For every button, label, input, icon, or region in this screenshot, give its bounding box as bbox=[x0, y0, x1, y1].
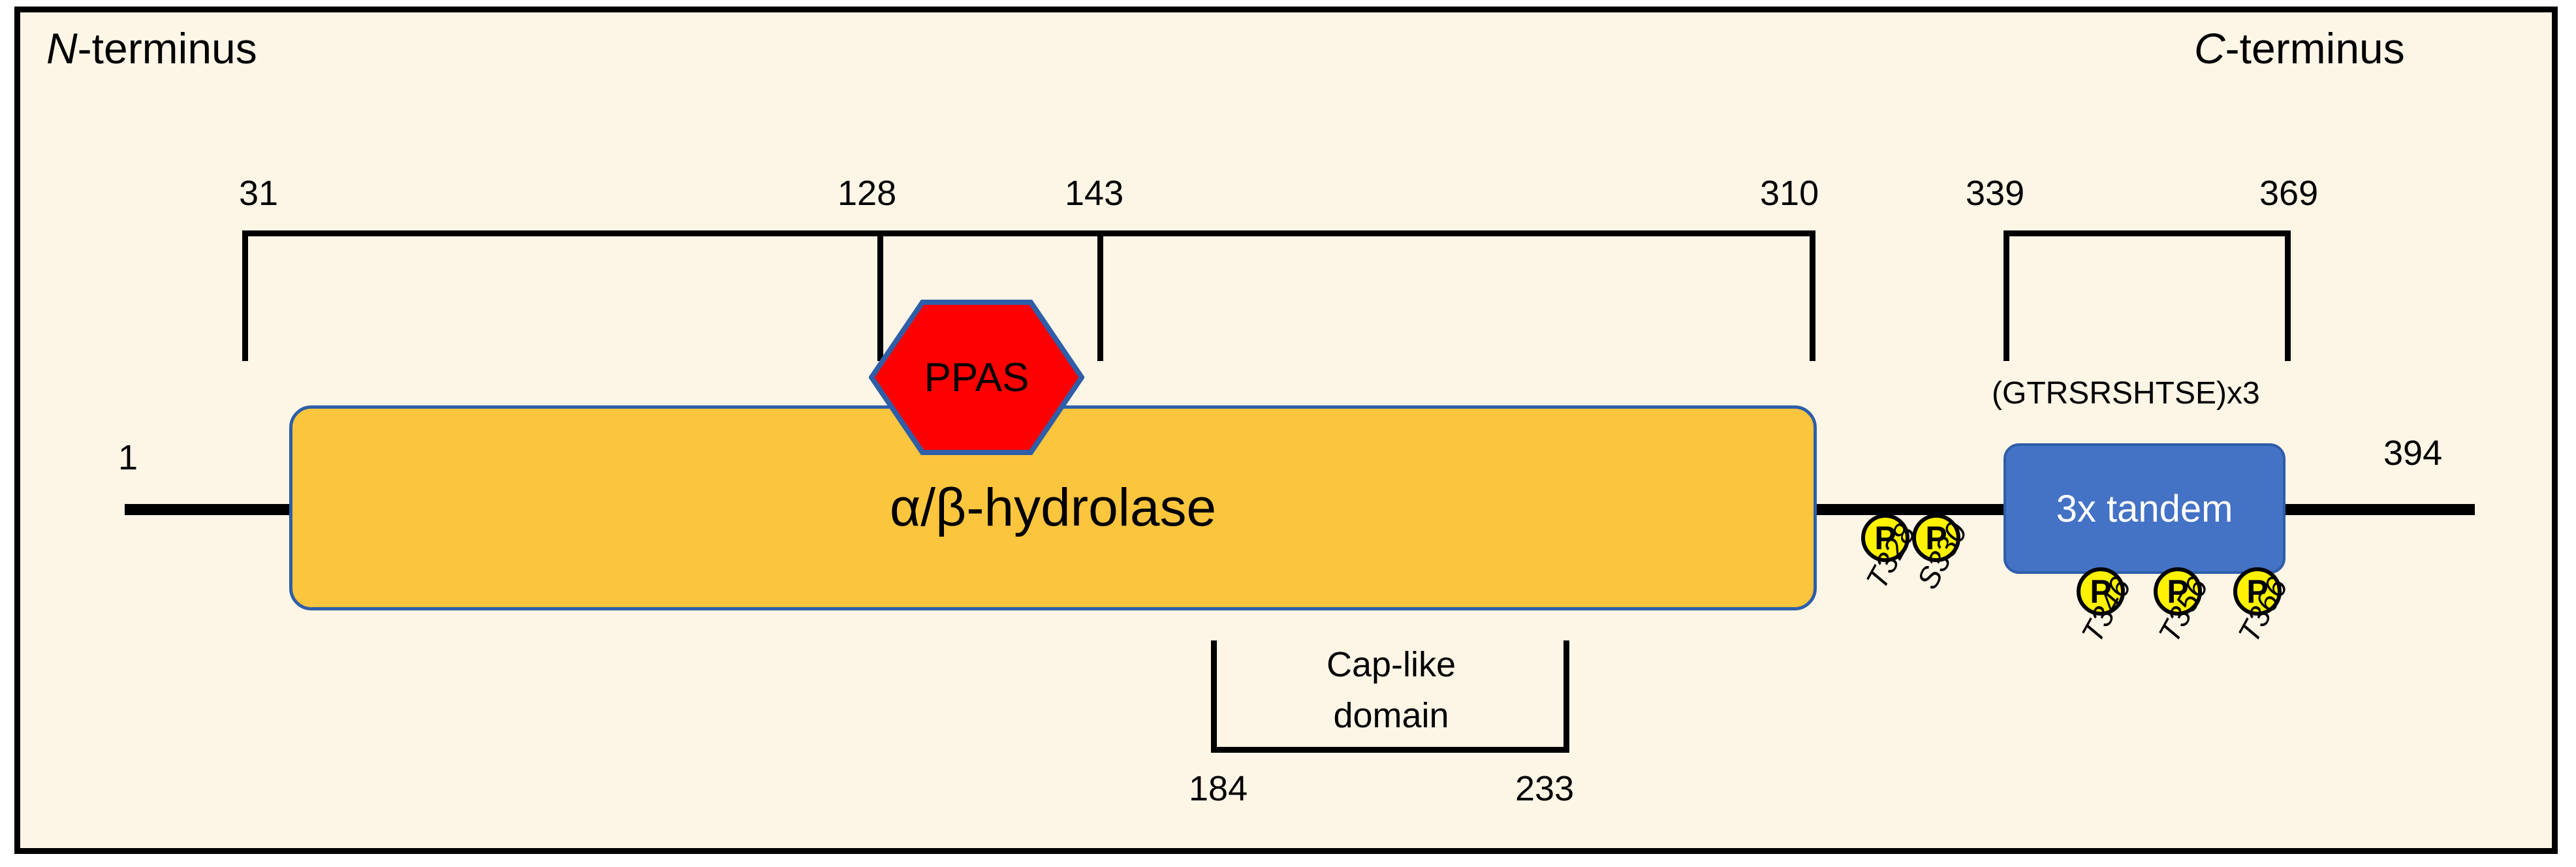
phospho-marker-t328[interactable]: P bbox=[1861, 514, 1909, 562]
residue-end-label: 394 bbox=[2383, 434, 2443, 473]
hydrolase-bracket-tick-31 bbox=[242, 230, 248, 361]
position-label-143: 143 bbox=[1065, 174, 1124, 213]
hydrolase-bracket-tick-310 bbox=[1810, 230, 1815, 361]
tandem-bracket-tick-339 bbox=[2003, 230, 2009, 361]
hydrolase-bracket-tick-143 bbox=[1097, 230, 1103, 361]
phospho-marker-t356-glyph: P bbox=[2167, 573, 2189, 610]
phospho-marker-t366-glyph: P bbox=[2246, 573, 2269, 610]
hydrolase-bracket-tick-128 bbox=[877, 230, 883, 361]
n-terminus-letter: N bbox=[46, 24, 78, 72]
diagram-panel: N-terminus C-terminus 31 128 143 310 339… bbox=[14, 7, 2558, 854]
n-terminus-suffix: -terminus bbox=[77, 24, 257, 72]
cap-domain-label-line1: Cap-like bbox=[1326, 645, 1456, 684]
c-terminus-letter: C bbox=[2194, 24, 2225, 72]
position-label-310: 310 bbox=[1760, 174, 1819, 213]
c-terminus-suffix: -terminus bbox=[2225, 24, 2405, 72]
domain-tandem-repeat[interactable]: 3x tandem bbox=[2003, 443, 2285, 574]
c-terminus-label: C-terminus bbox=[2194, 27, 2405, 70]
domain-ppas-label: PPAS bbox=[924, 355, 1029, 400]
residue-start-label: 1 bbox=[118, 438, 138, 477]
phospho-marker-t346-glyph: P bbox=[2090, 573, 2112, 610]
cap-bracket-bottom-rule bbox=[1211, 747, 1569, 753]
tandem-bracket-top-rule bbox=[2003, 230, 2291, 236]
repeat-sequence-label: (GTRSRSHTSE)x3 bbox=[1992, 376, 2260, 411]
position-label-369: 369 bbox=[2259, 174, 2319, 213]
cap-position-label-184: 184 bbox=[1189, 769, 1248, 808]
position-label-128: 128 bbox=[838, 174, 897, 213]
phospho-marker-s330-glyph: P bbox=[1925, 520, 1947, 556]
phospho-marker-t328-glyph: P bbox=[1874, 520, 1896, 556]
phospho-marker-s330[interactable]: P bbox=[1912, 514, 1960, 562]
domain-tandem-repeat-label: 3x tandem bbox=[2056, 487, 2233, 530]
tandem-bracket-tick-369 bbox=[2285, 230, 2291, 361]
cap-position-label-233: 233 bbox=[1515, 769, 1575, 808]
hexagon-shape bbox=[869, 300, 1084, 455]
phospho-marker-t356[interactable]: P bbox=[2154, 567, 2202, 616]
n-terminus-label: N-terminus bbox=[46, 27, 257, 70]
cap-bracket-tick-184 bbox=[1211, 640, 1217, 753]
cap-domain-label-line2: domain bbox=[1333, 696, 1449, 735]
hydrolase-bracket-top-rule bbox=[242, 230, 1815, 236]
cap-bracket-tick-233 bbox=[1563, 640, 1569, 753]
position-label-31: 31 bbox=[239, 174, 279, 213]
domain-alpha-beta-hydrolase-label: α/β-hydrolase bbox=[889, 478, 1217, 537]
phospho-marker-t346[interactable]: P bbox=[2077, 567, 2125, 616]
phospho-marker-t366[interactable]: P bbox=[2233, 567, 2282, 616]
domain-ppas[interactable]: PPAS bbox=[869, 300, 1084, 455]
position-label-339: 339 bbox=[1966, 174, 2025, 213]
